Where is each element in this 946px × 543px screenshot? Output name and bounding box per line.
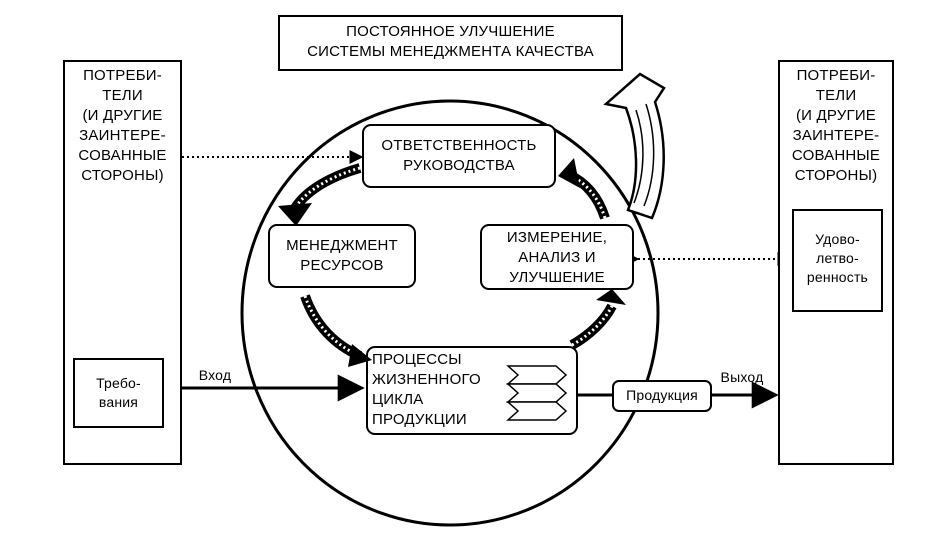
requirements-box <box>73 358 164 428</box>
resource-management-label: МЕНЕДЖМЕНТ РЕСУРСОВ <box>286 237 398 274</box>
product-label: Продукция <box>626 387 698 403</box>
satisfaction-box <box>792 209 883 312</box>
resource-management-box <box>268 224 416 288</box>
input-label: Вход <box>198 367 232 383</box>
left-customers-title: ПОТРЕБИ- ТЕЛИ (И ДРУГИЕ ЗАИНТЕРЕ- СОВАНН… <box>78 67 167 184</box>
product-realization-label: ПРОЦЕССЫ ЖИЗНЕННОГО ЦИКЛА ПРОДУКЦИИ <box>372 351 481 428</box>
cycle-arrow-measurement-to-management <box>558 158 610 220</box>
continuous-improvement-label: ПОСТОЯННОЕ УЛУЧШЕНИЕ СИСТЕМЫ МЕНЕДЖМЕНТА… <box>307 23 594 60</box>
process-circle <box>240 99 660 527</box>
measurement-analysis-label: ИЗМЕРЕНИЕ, АНАЛИЗ И УЛУЧШЕНИЕ <box>506 229 608 286</box>
management-responsibility-label: ОТВЕТСТВЕННОСТЬ РУКОВОДСТВА <box>381 137 537 174</box>
cycle-arrow-resources-to-processes <box>300 294 372 367</box>
management-responsibility-box <box>362 124 556 188</box>
output-label: Выход <box>720 369 764 385</box>
requirements-label: Требо- вания <box>96 375 141 410</box>
cycle-arrow-processes-to-measurement <box>569 289 626 350</box>
improvement-arrow <box>603 72 666 220</box>
process-chevrons-icon <box>506 365 568 421</box>
product-box <box>612 380 712 412</box>
right-customers-title: ПОТРЕБИ- ТЕЛИ (И ДРУГИЕ ЗАИНТЕРЕ- СОВАНН… <box>791 67 881 184</box>
satisfaction-label: Удово- летво- ренность <box>806 231 869 285</box>
product-realization-box <box>366 346 578 435</box>
cycle-arrow-management-to-resources <box>278 163 362 226</box>
continuous-improvement-banner <box>278 15 623 71</box>
measurement-analysis-box <box>480 224 634 290</box>
